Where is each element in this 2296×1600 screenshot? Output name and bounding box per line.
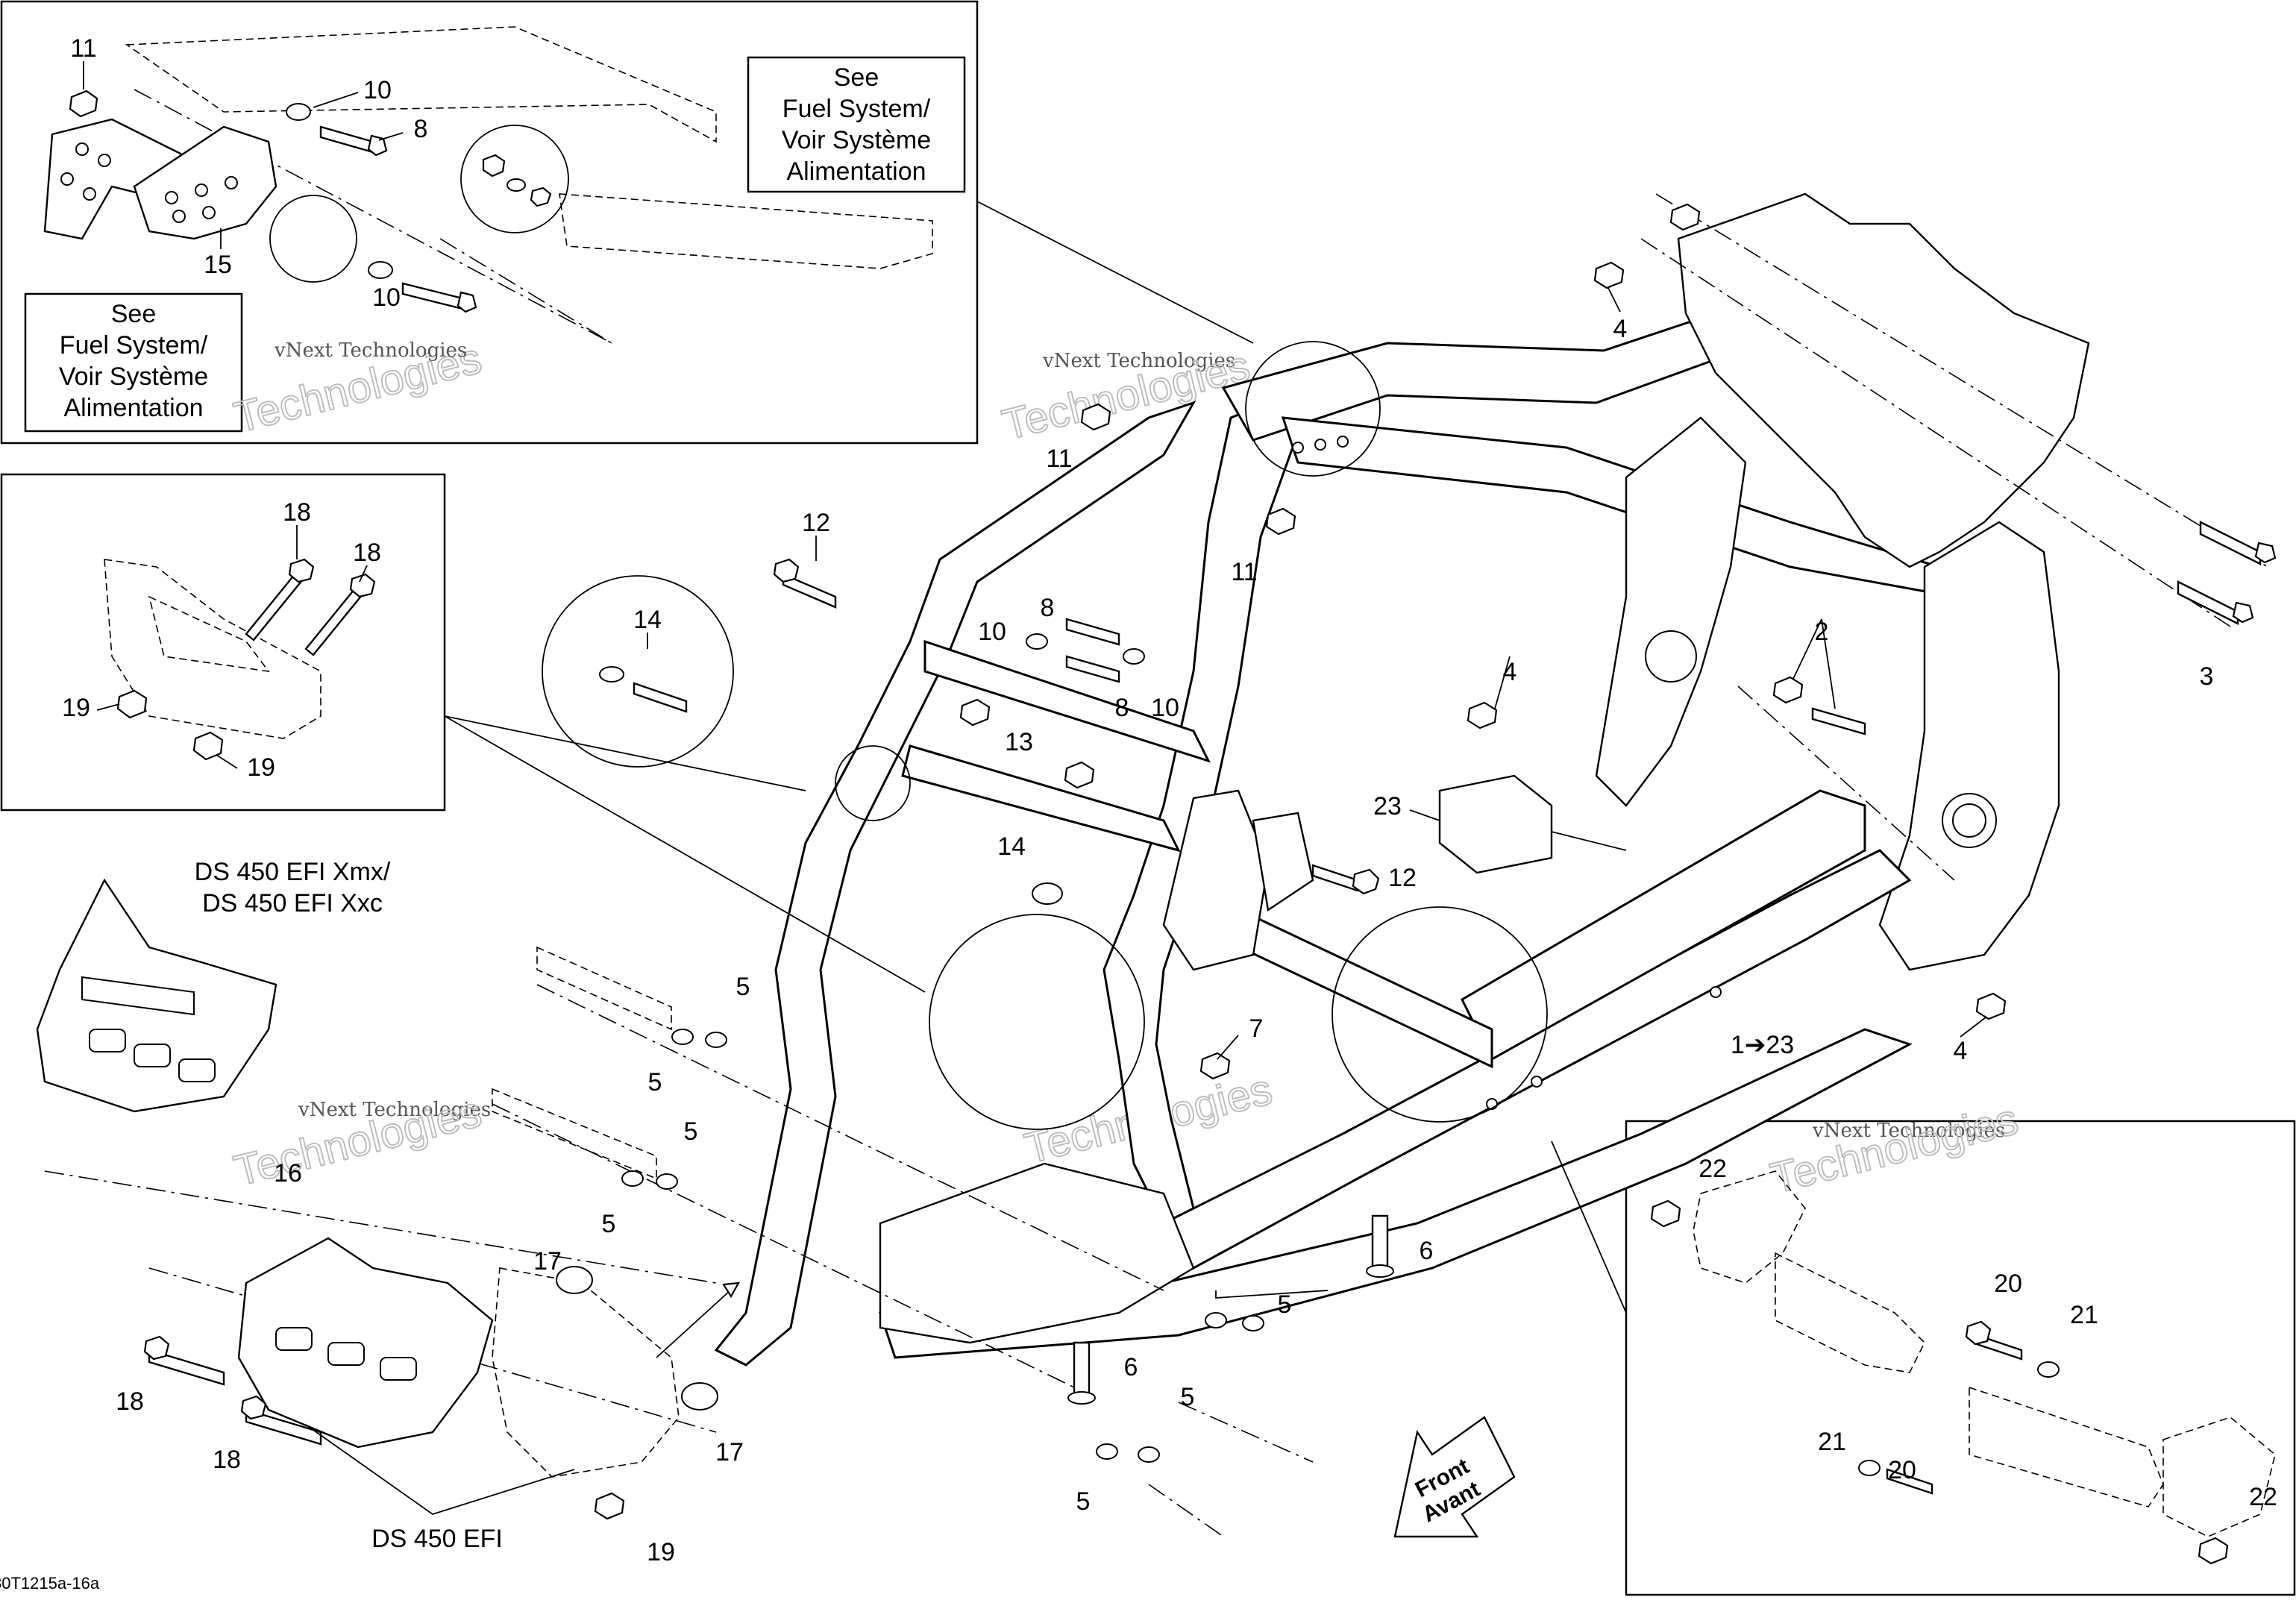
- part-label: 5: [602, 1210, 616, 1238]
- variant-label-efi: DS 450 EFI: [371, 1525, 503, 1553]
- part-label: 11: [70, 34, 96, 63]
- part-label: 22: [1699, 1155, 1727, 1183]
- part-label: 19: [62, 694, 90, 722]
- part-label: 21: [2070, 1301, 2098, 1329]
- part-label: 5: [684, 1117, 698, 1146]
- part-label: 5: [1076, 1487, 1091, 1516]
- part-label: 14: [997, 832, 1026, 861]
- part-label: 4: [1954, 1037, 1968, 1065]
- part-label: 10: [363, 76, 392, 104]
- fuel-top-line-2: Fuel System/: [782, 95, 931, 123]
- part-label: 12: [1388, 864, 1417, 892]
- part-label: 5: [648, 1068, 662, 1097]
- part-label: 5: [1278, 1290, 1292, 1319]
- footpeg-bracket-detail: [1650, 1170, 2276, 1565]
- part-label: 18: [213, 1446, 241, 1474]
- part-label: 13: [1005, 728, 1033, 756]
- watermark-small-2: vNext Technologies: [1042, 350, 1235, 372]
- part-label: 11: [1231, 558, 1257, 586]
- part-label: 10: [372, 283, 401, 312]
- fuel-system-callout-left: See Fuel System/ Voir Système Alimentati…: [24, 292, 243, 433]
- main-frame: [714, 192, 2090, 1367]
- part-label: 8: [1115, 694, 1129, 722]
- fuel-left-line-4: Alimentation: [63, 394, 203, 422]
- fuel-top-line-1: See: [834, 63, 879, 92]
- part-label: 17: [715, 1438, 744, 1466]
- fuel-left-line-1: See: [111, 300, 157, 328]
- part-label: 22: [2249, 1483, 2277, 1511]
- part-label: 12: [802, 509, 830, 537]
- fuel-left-line-2: Fuel System/: [60, 331, 208, 360]
- part-label: 10: [978, 618, 1006, 646]
- watermark-small-4: vNext Technologies: [298, 1099, 491, 1121]
- hardware: [492, 203, 2277, 1463]
- part-label: 15: [204, 251, 232, 279]
- part-label: 19: [647, 1538, 675, 1566]
- label-leaders: [83, 61, 1986, 1060]
- part-label: 6: [1420, 1237, 1434, 1265]
- front-direction-arrow: Front Avant: [1393, 1416, 1516, 1538]
- variant-label-xmx-2: DS 450 EFI Xxc: [202, 889, 383, 917]
- skid-plates: [36, 878, 718, 1520]
- leader-lines: [44, 193, 2268, 1537]
- part-label: 11: [1046, 445, 1072, 473]
- skid-plate-bracket-detail: [104, 558, 376, 761]
- part-label: 4: [1613, 315, 1628, 343]
- part-label: 17: [533, 1247, 562, 1276]
- fuel-top-line-3: Voir Système: [782, 126, 931, 154]
- inset-top-left: [0, 0, 979, 445]
- part-label: 8: [1041, 594, 1055, 622]
- part-label: 3: [2200, 662, 2214, 691]
- inset-bottom-right: [1625, 1120, 2296, 1596]
- tank-bracket-assembly: [43, 26, 933, 344]
- watermark-small-1: vNext Technologies: [274, 339, 467, 362]
- part-label: 8: [414, 115, 428, 143]
- part-label: 20: [1888, 1456, 1916, 1484]
- footer-code: 80T1215a-16a: [0, 1574, 100, 1593]
- part-label: 21: [1818, 1428, 1846, 1456]
- part-label: 6: [1124, 1353, 1138, 1381]
- range-label: 1➔23: [1731, 1031, 1794, 1059]
- part-label: 18: [283, 498, 311, 527]
- variant-label-xmx-1: DS 450 EFI Xmx/: [195, 858, 391, 886]
- part-label: 16: [274, 1159, 302, 1188]
- part-label: 14: [633, 606, 662, 634]
- part-label: 20: [1994, 1270, 2022, 1298]
- fuel-system-callout-top: See Fuel System/ Voir Système Alimentati…: [747, 56, 966, 193]
- part-label: 7: [1249, 1014, 1264, 1043]
- part-label: 18: [116, 1387, 144, 1416]
- watermark-small-5: vNext Technologies: [1812, 1120, 2005, 1142]
- part-label: 10: [1151, 694, 1179, 722]
- part-label: 5: [736, 973, 750, 1001]
- part-label: 18: [353, 539, 381, 567]
- part-label: 23: [1373, 792, 1402, 821]
- watermark-large-6: Technologies: [1766, 1095, 2022, 1203]
- part-label: 5: [1181, 1383, 1195, 1411]
- inset-mid-left: [0, 473, 446, 812]
- fuel-top-line-4: Alimentation: [786, 157, 926, 186]
- fuel-left-line-3: Voir Système: [59, 363, 208, 391]
- part-number-labels: 11 10 8 15 10 18 18 19 19 12 14 11 11 8 …: [62, 34, 2277, 1566]
- part-label: 19: [247, 753, 275, 782]
- part-label: 4: [1503, 658, 1517, 686]
